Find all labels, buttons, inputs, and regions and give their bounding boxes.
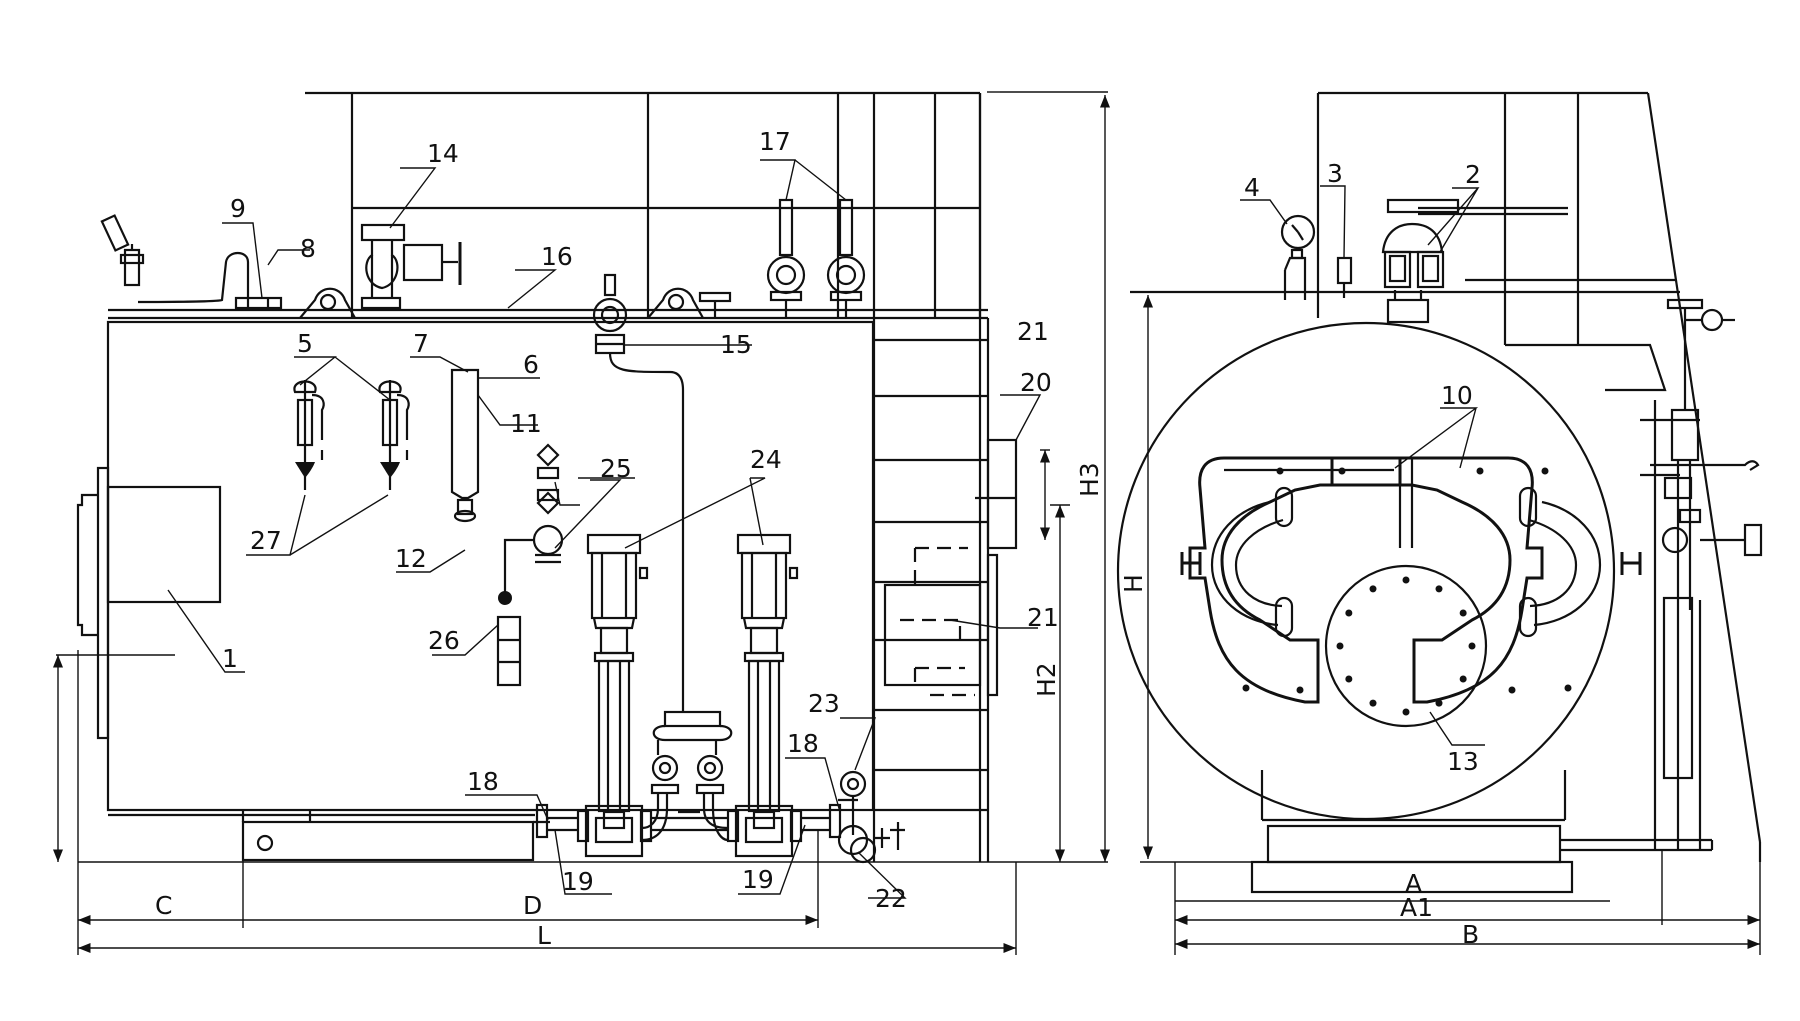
front-door-assembly bbox=[1116, 321, 1642, 821]
discharge-manifold bbox=[641, 710, 733, 842]
label-23: 23 bbox=[808, 689, 840, 718]
door-bolt bbox=[1242, 684, 1250, 692]
dim-C: C bbox=[155, 891, 172, 920]
door-bolt bbox=[1402, 576, 1410, 584]
label-2: 2 bbox=[1465, 160, 1481, 189]
boiler-shell bbox=[1116, 321, 1616, 821]
burner-assembly bbox=[76, 466, 222, 740]
door-bolt bbox=[1276, 467, 1284, 475]
label-19-left: 19 bbox=[562, 867, 594, 896]
dim-B: B bbox=[1462, 920, 1479, 949]
pump-bases bbox=[576, 804, 803, 858]
label-19-right: 19 bbox=[742, 865, 774, 894]
lifting-lug bbox=[299, 287, 356, 319]
label-8: 8 bbox=[300, 234, 316, 263]
control-box-26 bbox=[496, 615, 522, 687]
label-22: 22 bbox=[875, 884, 907, 913]
suction-pipe bbox=[108, 803, 842, 839]
door-bolt bbox=[1345, 609, 1353, 617]
door-bolt bbox=[1435, 585, 1443, 593]
label-21-mid: 21 bbox=[1027, 603, 1059, 632]
label-17: 17 bbox=[759, 127, 791, 156]
valve-15 bbox=[592, 273, 685, 712]
valves-22-23 bbox=[837, 770, 905, 864]
pressure-switches-17 bbox=[766, 198, 866, 318]
label-14: 14 bbox=[427, 139, 459, 168]
label-27: 27 bbox=[250, 526, 282, 555]
label-11: 11 bbox=[510, 409, 542, 438]
label-12: 12 bbox=[395, 544, 427, 573]
rear-smoke-box bbox=[873, 318, 1018, 862]
front-side-pipework bbox=[1640, 298, 1763, 850]
dim-H2: H2 bbox=[1032, 662, 1061, 697]
part-labels: 1 2 3 4 5 6 7 8 9 10 11 12 13 14 15 16 1… bbox=[222, 127, 1481, 913]
sample-cooler bbox=[100, 214, 145, 287]
label-26: 26 bbox=[428, 626, 460, 655]
dim-L: L bbox=[537, 921, 551, 950]
door-bolt bbox=[1476, 467, 1484, 475]
top-fittings bbox=[100, 198, 866, 712]
door-bolt bbox=[1564, 684, 1572, 692]
label-6: 6 bbox=[523, 350, 539, 379]
front-elevation-view bbox=[1116, 91, 1763, 955]
label-10: 10 bbox=[1441, 381, 1473, 410]
front-base bbox=[1250, 770, 1714, 894]
base-skid bbox=[241, 810, 550, 862]
dim-A: A bbox=[1405, 869, 1422, 898]
leader-lines-right bbox=[1240, 185, 1485, 746]
door-bolt bbox=[1345, 675, 1353, 683]
gauge-glass-11 bbox=[450, 368, 480, 523]
label-20: 20 bbox=[1020, 368, 1052, 397]
door-bolt bbox=[1402, 708, 1410, 716]
lifting-lug bbox=[647, 287, 704, 319]
label-4: 4 bbox=[1244, 173, 1260, 202]
door-bolt bbox=[1369, 585, 1377, 593]
label-9: 9 bbox=[230, 194, 246, 223]
label-3: 3 bbox=[1327, 159, 1343, 188]
dimension-labels: C D L A A1 B H H2 H3 bbox=[155, 462, 1479, 950]
label-1: 1 bbox=[222, 644, 238, 673]
label-13: 13 bbox=[1447, 747, 1479, 776]
leader-lines-left bbox=[167, 159, 1042, 899]
feed-pump-right bbox=[736, 533, 799, 813]
label-15: 15 bbox=[720, 330, 752, 359]
front-frame bbox=[1130, 91, 1762, 862]
door-bolt bbox=[1508, 686, 1516, 694]
label-25: 25 bbox=[600, 454, 632, 483]
side-elevation-view bbox=[52, 91, 1111, 955]
label-21-top: 21 bbox=[1017, 317, 1049, 346]
label-18-left: 18 bbox=[467, 767, 499, 796]
label-16: 16 bbox=[541, 242, 573, 271]
door-bolts bbox=[1242, 467, 1572, 716]
water-level-gauges bbox=[293, 380, 410, 490]
door-bolt bbox=[1336, 642, 1344, 650]
label-18-right: 18 bbox=[787, 729, 819, 758]
feed-pump-left bbox=[586, 533, 649, 813]
dim-H: H bbox=[1119, 574, 1148, 593]
door-bolt bbox=[1468, 642, 1476, 650]
dim-A1: A1 bbox=[1400, 893, 1433, 922]
dim-H3: H3 bbox=[1075, 462, 1104, 497]
dim-D: D bbox=[523, 891, 542, 920]
door-bolt bbox=[1459, 675, 1467, 683]
dimension-lines-left bbox=[52, 91, 1111, 955]
door-hinge-left bbox=[1180, 552, 1202, 575]
label-7: 7 bbox=[413, 329, 429, 358]
safety-valve-14 bbox=[360, 223, 462, 310]
structure-frame bbox=[305, 91, 982, 862]
door-bolt bbox=[1296, 686, 1304, 694]
door-bolt bbox=[1369, 699, 1377, 707]
door-hinge-right bbox=[1620, 552, 1642, 575]
door-bolt bbox=[1435, 699, 1443, 707]
door-bolt bbox=[1459, 609, 1467, 617]
dimension-lines-right bbox=[1140, 291, 1761, 955]
door-bolt bbox=[1541, 467, 1549, 475]
pressure-gauge-25 bbox=[498, 443, 564, 605]
label-24: 24 bbox=[750, 445, 782, 474]
front-top-fittings bbox=[1280, 198, 1460, 324]
door-bolt bbox=[1338, 467, 1346, 475]
label-5: 5 bbox=[297, 329, 313, 358]
inspection-door-13 bbox=[1324, 564, 1488, 728]
